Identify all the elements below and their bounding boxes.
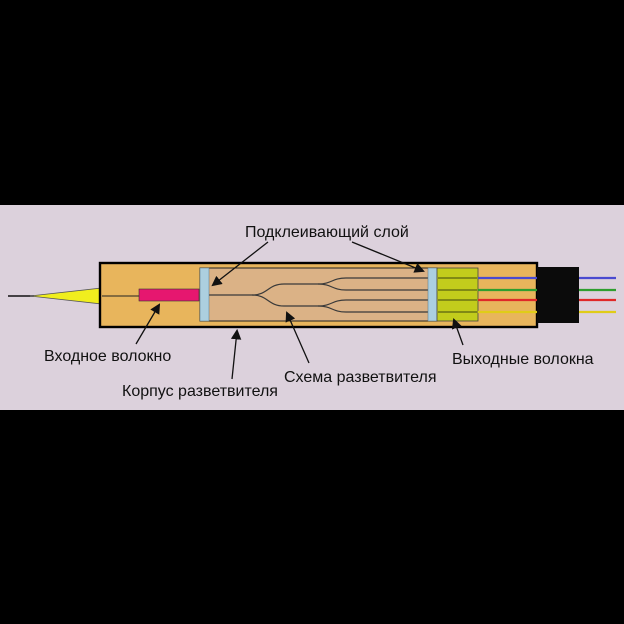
tree-out-4 [317, 305, 429, 313]
tree-branch-upper [251, 283, 318, 296]
cable-jacket [537, 267, 579, 323]
tree-branch-lower [251, 294, 318, 307]
arrow-output-fibers [451, 318, 464, 346]
label-output-fibers: Выходные волокна [452, 351, 594, 368]
label-adhesive-layer: Подклеивающий слой [245, 224, 409, 241]
output-fiber-block [436, 267, 479, 322]
labels: Подклеивающий слой Входное волокно Корпу… [44, 224, 594, 400]
output-block-lines [438, 277, 477, 313]
arrow-schematic [285, 311, 310, 364]
arrow-body [230, 328, 242, 380]
label-input-fiber: Входное волокно [44, 348, 171, 365]
arrow-adhesive-left [211, 241, 269, 287]
adhesive-layer-right [427, 267, 438, 322]
input-fiber-segment [138, 288, 200, 302]
arrow-input-fiber [135, 303, 161, 345]
label-splitter-body: Корпус разветвителя [122, 383, 278, 400]
label-splitter-schematic: Схема разветвителя [284, 369, 437, 386]
tree-out-2 [317, 283, 429, 291]
splitter-tree [209, 277, 429, 313]
adhesive-layer-left [199, 267, 210, 322]
callout-arrows [135, 241, 464, 380]
arrow-adhesive-right [351, 241, 425, 273]
